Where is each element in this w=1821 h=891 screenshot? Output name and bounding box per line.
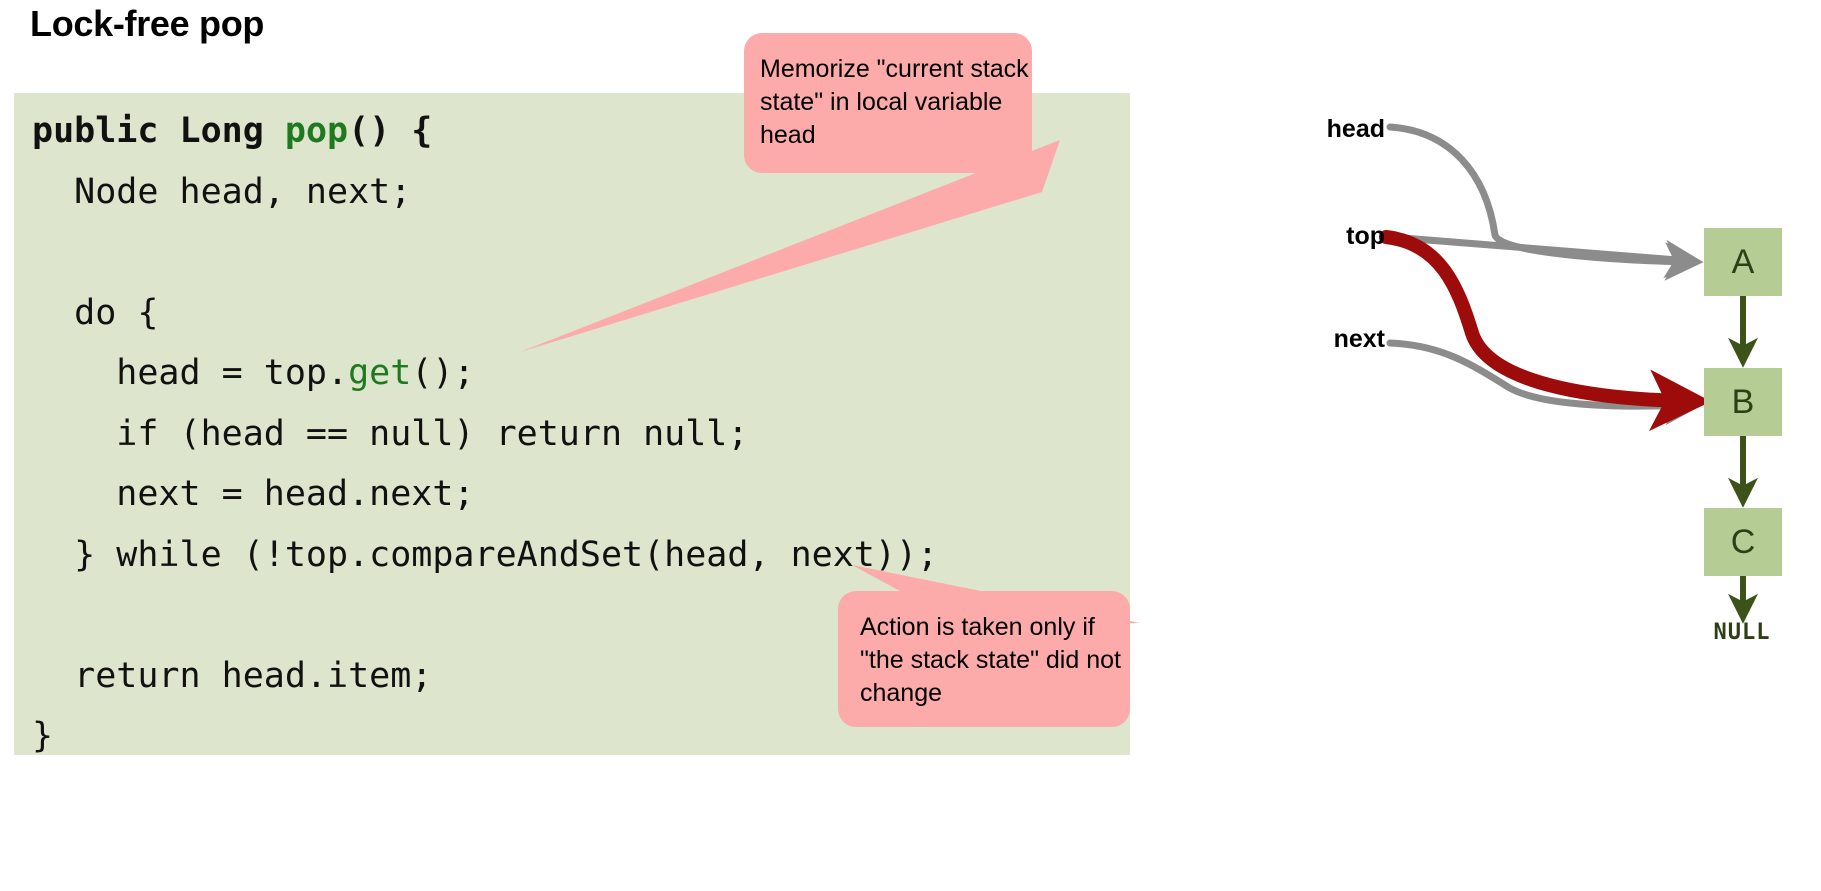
arrow-top-to-b-highlight: [1379, 230, 1712, 432]
stack-node-b: B: [1704, 368, 1782, 436]
stack-node-c: C: [1704, 508, 1782, 576]
stack-node-a: A: [1704, 228, 1782, 296]
code-line-7: next = head.next;: [32, 474, 475, 514]
callout-memorize: Memorize "current stack state" in local …: [744, 33, 1032, 173]
code-line-5-head: head = top.: [32, 353, 349, 393]
code-line-2: Node head, next;: [32, 171, 412, 212]
code-line-10: return head.item;: [32, 655, 433, 696]
code-line-4: do {: [32, 292, 159, 333]
code-line-5-tail: ();: [411, 353, 475, 393]
callout-action: Action is taken only if "the stack state…: [838, 591, 1130, 727]
pointer-label-head: head: [1326, 115, 1385, 143]
null-terminator-label: NULL: [1713, 620, 1771, 645]
code-line-6: if (head == null) return null;: [32, 413, 749, 454]
arrow-head-to-a: [1386, 123, 1704, 281]
code-line-5-method: get: [348, 353, 412, 393]
callout-memorize-tail: [520, 140, 1060, 352]
page-title: Lock-free pop: [30, 3, 265, 44]
code-line-1-method: pop: [284, 111, 349, 151]
code-line-1-keywords: public Long: [32, 111, 285, 151]
arrow-top-to-a: [1386, 233, 1704, 279]
code-line-1-tail: () {: [348, 111, 433, 151]
pointer-label-next: next: [1333, 325, 1385, 353]
pointer-label-top: top: [1346, 222, 1385, 250]
code-line-11: }: [32, 716, 54, 756]
arrow-next-to-b: [1386, 339, 1704, 426]
diagram-arrows: [1379, 123, 1758, 624]
code-listing: public Long pop() { Node head, next; do …: [32, 101, 938, 767]
code-line-8: } while (!top.compareAndSet(head, next))…: [32, 534, 939, 575]
stack-diagram: head top next A B C NULL: [1290, 95, 1821, 675]
